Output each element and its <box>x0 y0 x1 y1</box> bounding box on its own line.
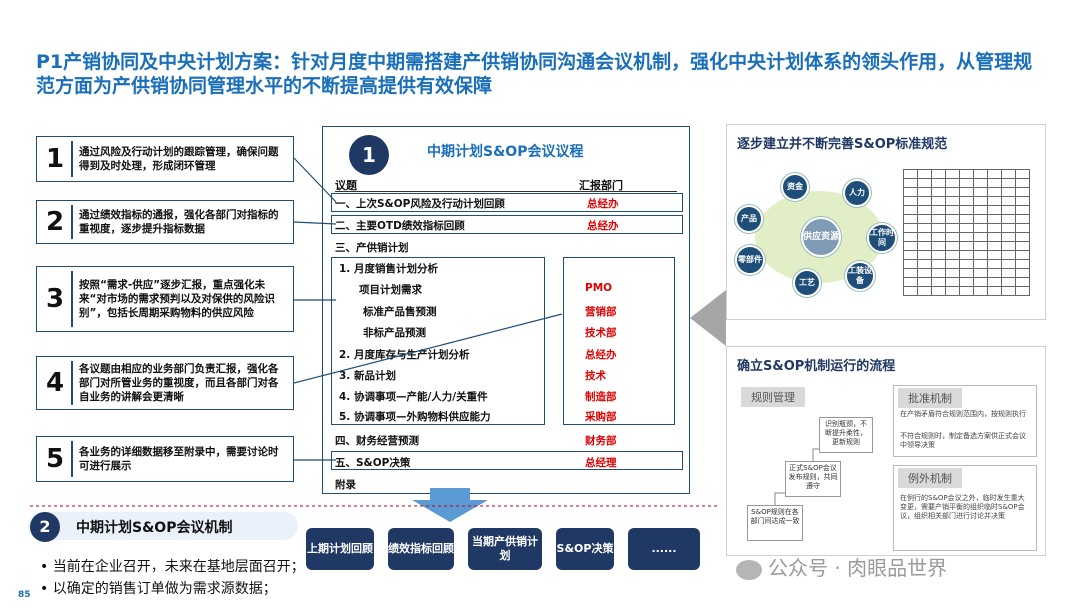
agenda-row: 附录 <box>335 479 356 491</box>
node-manpower: 人力 <box>843 179 871 207</box>
left-item-4: 4 各议题由相应的业务部门负责汇报，强化各部门对所管业务的重视度，而且各部门对各… <box>36 356 294 410</box>
node-product: 产品 <box>735 205 763 233</box>
agenda-dept: 总经办 <box>585 349 617 361</box>
flow-arrows <box>774 448 819 505</box>
agenda-row: 标准产品售预测 <box>363 306 437 318</box>
flow-panel-title: 确立S&OP机制运行的流程 <box>737 359 896 374</box>
agenda-dept: 总经理 <box>585 457 617 469</box>
approve-column: 批准机制 在产销矛盾符合规则范围内，按规则执行 不符合规则时，制定备选方案供正式… <box>893 385 1037 457</box>
agenda-dept: 技术部 <box>585 327 617 339</box>
left-item-number: 1 <box>45 144 65 174</box>
agenda-col-dept: 汇报部门 <box>579 179 623 192</box>
agenda-dept: 总经办 <box>587 198 619 210</box>
agenda-row: 二、主要OTD绩效指标回顾 <box>335 220 465 232</box>
page-number: 85 <box>18 590 31 600</box>
agenda-row: 四、财务经营预测 <box>335 435 419 447</box>
agenda-row: 非标产品预测 <box>363 327 426 339</box>
agenda-row: 1. 月度销售计划分析 <box>339 263 438 275</box>
flow-panel: 确立S&OP机制运行的流程 规则管理 识别瓶颈，不断提升柔性，更新规则 正式S&… <box>726 346 1046 556</box>
mechanism-step-3: 当期产供销计划 <box>468 528 542 570</box>
left-item-text: 各业务的详细数据移至附录中，需要讨论时可进行展示 <box>79 446 279 472</box>
flow-label-exception: 例外机制 <box>898 468 962 488</box>
left-item-text: 各议题由相应的业务部门负责汇报，强化各部门对所管业务的重视度，而且各部门对各自业… <box>79 363 279 403</box>
mechanism-step-4: S&OP决策 <box>556 528 614 570</box>
agenda-highlight-2 <box>331 215 683 234</box>
watermark: 公众号 · 肉眼品世界 <box>736 552 947 581</box>
agenda-dept: 制造部 <box>585 391 617 403</box>
agenda-dept: 技术 <box>585 370 606 382</box>
approve-item: 不符合规则时，制定备选方案供正式会议中领导决策 <box>900 432 1026 449</box>
agenda-row: 5. 协调事项—外购物料供应能力 <box>339 411 491 423</box>
standard-panel: 逐步建立并不断完善S&OP标准规范 供应资源 资金 人力 工作时间 工装设备 工… <box>726 124 1046 320</box>
flow-box-publish: 正式S&OP会议发布规则，共同遵守 <box>785 461 841 497</box>
agenda-title: 中期计划S&OP会议议程 <box>427 144 584 160</box>
mechanism-step-5: ...... <box>628 528 700 570</box>
agenda-dept: PMO <box>585 282 613 294</box>
agenda-sub-box <box>331 257 545 425</box>
exception-column: 例外机制 在例行的S&OP会议之外，临时发生重大变更，需要产销平衡的组织临时S&… <box>893 465 1037 551</box>
node-fund: 资金 <box>781 173 809 201</box>
left-item-number: 5 <box>45 444 65 474</box>
approve-item: 在产销矛盾符合规则范围内，按规则执行 <box>900 410 1026 418</box>
left-item-text: 按照“需求-供应”逐步汇报，重点强化未来“对市场的需求预判以及对保供的风险识别”… <box>79 279 275 319</box>
flow-box-identify: 识别瓶颈，不断提升柔性，更新规则 <box>819 417 873 453</box>
node-tooling: 工装设备 <box>845 261 875 291</box>
left-item-text: 通过风险及行动计划的跟踪管理，确保问题得到及时处理，形成闭环管理 <box>79 146 279 172</box>
mechanism-step-2: 绩效指标回顾 <box>388 528 454 570</box>
agenda-row: 三、产供销计划 <box>335 242 409 254</box>
mechanism-header <box>28 512 298 540</box>
left-item-text: 通过绩效指标的通报，强化各部门对指标的重视度，逐步提升指标数据 <box>79 209 279 235</box>
agenda-highlight-1 <box>331 193 683 212</box>
left-item-number: 3 <box>45 284 65 314</box>
left-item-number: 2 <box>45 207 65 237</box>
agenda-row: 一、上次S&OP风险及行动计划回顾 <box>335 198 505 210</box>
left-item-3: 3 按照“需求-供应”逐步汇报，重点强化未来“对市场的需求预判以及对保供的风险识… <box>36 266 294 332</box>
flow-box-agree: S&OP规则在各部门间达成一致 <box>747 505 803 541</box>
agenda-row: 项目计划需求 <box>359 284 422 296</box>
left-item-2: 2 通过绩效指标的通报，强化各部门对指标的重视度，逐步提升指标数据 <box>36 200 294 244</box>
mechanism-bullet-2: • 以确定的销售订单做为需求源数据； <box>40 581 277 597</box>
flow-label-rules: 规则管理 <box>741 387 805 407</box>
agenda-dept: 总经办 <box>587 220 619 232</box>
standard-matrix-table <box>903 169 1030 296</box>
left-item-5: 5 各业务的详细数据移至附录中，需要讨论时可进行展示 <box>36 436 294 482</box>
node-parts: 零部件 <box>735 245 765 275</box>
standard-panel-title: 逐步建立并不断完善S&OP标准规范 <box>737 137 948 152</box>
agenda-badge: 1 <box>349 135 389 175</box>
agenda-panel: 1 中期计划S&OP会议议程 议题 汇报部门 一、上次S&OP风险及行动计划回顾… <box>322 126 690 494</box>
watermark-text: 公众号 · 肉眼品世界 <box>768 556 948 580</box>
left-item-1: 1 通过风险及行动计划的跟踪管理，确保问题得到及时处理，形成闭环管理 <box>36 136 294 182</box>
agenda-col-topic: 议题 <box>335 179 357 192</box>
flow-label-approve: 批准机制 <box>898 388 962 408</box>
agenda-row: 3. 新品计划 <box>339 370 396 382</box>
agenda-dept: 财务部 <box>585 435 617 447</box>
mechanism-step-1: 上期计划回顾 <box>306 528 374 570</box>
supply-center-node: 供应资源 <box>801 217 841 257</box>
page-title: P1产销协同及中央计划方案：针对月度中期需搭建产供销协同沟通会议机制，强化中央计… <box>36 51 1033 97</box>
wechat-icon <box>736 559 762 580</box>
agenda-row: 五、S&OP决策 <box>335 457 411 469</box>
exception-item: 在例行的S&OP会议之外，临时发生重大变更，需要产销平衡的组织临时S&OP会议，… <box>900 494 1025 520</box>
node-worktime: 工作时间 <box>867 223 897 253</box>
agenda-dept-box <box>563 257 675 425</box>
mechanism-bullet-1: • 当前在企业召开，未来在基地层面召开； <box>40 559 305 575</box>
agenda-row: 4. 协调事项—产能/人力/关重件 <box>339 391 488 403</box>
mechanism-badge: 2 <box>30 512 60 542</box>
left-item-number: 4 <box>45 368 65 398</box>
agenda-dept: 采购部 <box>585 411 617 423</box>
agenda-dept: 营销部 <box>585 306 617 318</box>
mechanism-title: 中期计划S&OP会议机制 <box>76 520 233 536</box>
node-process: 工艺 <box>793 269 821 297</box>
